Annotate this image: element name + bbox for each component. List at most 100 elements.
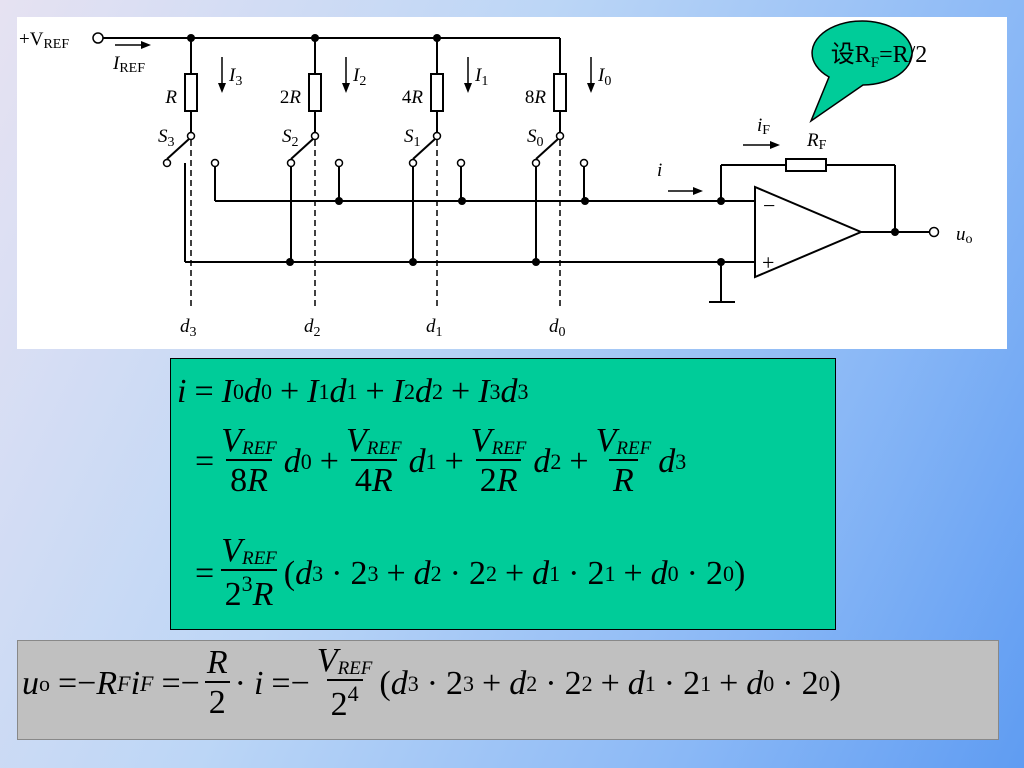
power-exponent: 3	[367, 560, 379, 586]
dot-operator: ·	[331, 554, 343, 592]
op-amp-plus: +	[762, 250, 774, 275]
bit-subscript: 2	[430, 560, 442, 586]
paren: (	[283, 554, 296, 592]
fraction-denominator: R	[608, 458, 638, 500]
switch-label: S0	[527, 126, 544, 150]
bit-subscript: 0	[300, 448, 312, 474]
current-symbol: I	[392, 373, 404, 410]
i-arrow	[668, 187, 703, 195]
switch-contact-ground	[286, 158, 296, 168]
bit-symbol: d	[509, 664, 527, 702]
switch-contact-ground	[408, 158, 418, 168]
plus-sign: +	[451, 373, 471, 410]
power-base: 2	[706, 554, 723, 592]
iref-arrow	[115, 41, 151, 49]
bubble-text: 设RF=R/2	[831, 41, 928, 71]
bit-symbol: d	[295, 554, 313, 592]
bit-symbol: d	[283, 442, 301, 480]
switch-pivot	[555, 131, 565, 141]
power-exponent: 4	[347, 680, 359, 706]
power-exponent: 0	[723, 560, 734, 586]
dot-operator: ·	[449, 554, 461, 592]
power-base: 2	[587, 554, 605, 592]
circuit-panel: − + +VREF IREF uo i iF RF	[17, 17, 1007, 349]
bit-symbol: d	[408, 442, 426, 480]
power-base: 2	[564, 664, 582, 702]
switch-pivot	[432, 131, 442, 141]
power-base: 2	[224, 575, 242, 613]
power-exponent: 1	[604, 560, 616, 586]
current-symbol: i	[253, 664, 264, 702]
bit-symbol: d	[627, 664, 645, 702]
bit-symbol: d	[390, 664, 408, 702]
vref-symbol: V	[221, 422, 242, 459]
current-symbol: I	[478, 373, 490, 410]
bit-subscript: 2	[526, 670, 538, 696]
resistor	[553, 73, 567, 112]
switch-contact-ground	[531, 158, 541, 168]
plus-sign: +	[482, 664, 502, 702]
current-symbol: i	[130, 664, 141, 702]
switch-label: S2	[282, 126, 299, 150]
rf-symbol: R	[96, 664, 118, 702]
denominator-symbol: R	[371, 461, 393, 499]
bit-symbol: d	[329, 373, 347, 410]
vref-label: +VREF	[19, 29, 69, 52]
denominator-symbol: R	[612, 461, 634, 499]
resistor	[184, 73, 198, 112]
bit-subscript: 3	[407, 670, 419, 696]
bit-symbol: d	[500, 373, 518, 410]
dot-operator: ·	[782, 664, 794, 702]
resistor	[430, 73, 444, 112]
bit-subscript: 3	[675, 448, 687, 474]
power-base: 2	[683, 664, 701, 702]
current-symbol: I	[221, 373, 233, 410]
bit-subscript: 3	[517, 379, 529, 404]
denominator-number: 4	[354, 461, 372, 499]
current-label: I2	[352, 65, 366, 89]
bit-subscript: 0	[763, 670, 775, 696]
power-base: 2	[350, 554, 368, 592]
dot-operator: ·	[234, 664, 246, 702]
plus-sign: +	[386, 554, 406, 592]
wires	[103, 37, 930, 303]
fraction-numerator: VREF	[592, 423, 656, 459]
fraction-numerator: VREF	[217, 423, 281, 459]
current-arrowhead	[587, 83, 595, 93]
dot-operator: ·	[545, 664, 557, 702]
bit-symbol: d	[650, 554, 668, 592]
denominator-symbol: R	[496, 461, 518, 499]
bit-symbol: d	[658, 442, 676, 480]
paren: (	[379, 664, 391, 702]
fraction-numerator: VREF	[342, 423, 406, 459]
equals-sign: =	[195, 442, 215, 480]
dot-operator: ·	[568, 554, 580, 592]
vref-subscript: REF	[241, 438, 277, 459]
current-subscript: F	[140, 670, 154, 696]
resistor-label: R	[164, 87, 177, 108]
fraction-denominator: 23R	[220, 568, 278, 614]
bit-symbol: d	[533, 442, 551, 480]
current-label: I1	[474, 65, 488, 89]
vref-symbol: V	[470, 422, 492, 459]
bit-label: d2	[304, 316, 321, 340]
denominator-symbol: R	[247, 461, 268, 499]
bit-label: d0	[549, 316, 566, 340]
bit-subscript: 0	[260, 379, 272, 404]
equals-negative: =−	[58, 664, 97, 702]
bit-symbol: d	[413, 554, 431, 592]
power-base: 2	[446, 664, 464, 702]
fraction-number: 2	[208, 683, 226, 721]
denominator-number: 2	[479, 461, 497, 499]
rf-subscript: F	[117, 670, 131, 696]
current-subscript: 0	[232, 379, 244, 404]
i-label: i	[657, 160, 662, 181]
